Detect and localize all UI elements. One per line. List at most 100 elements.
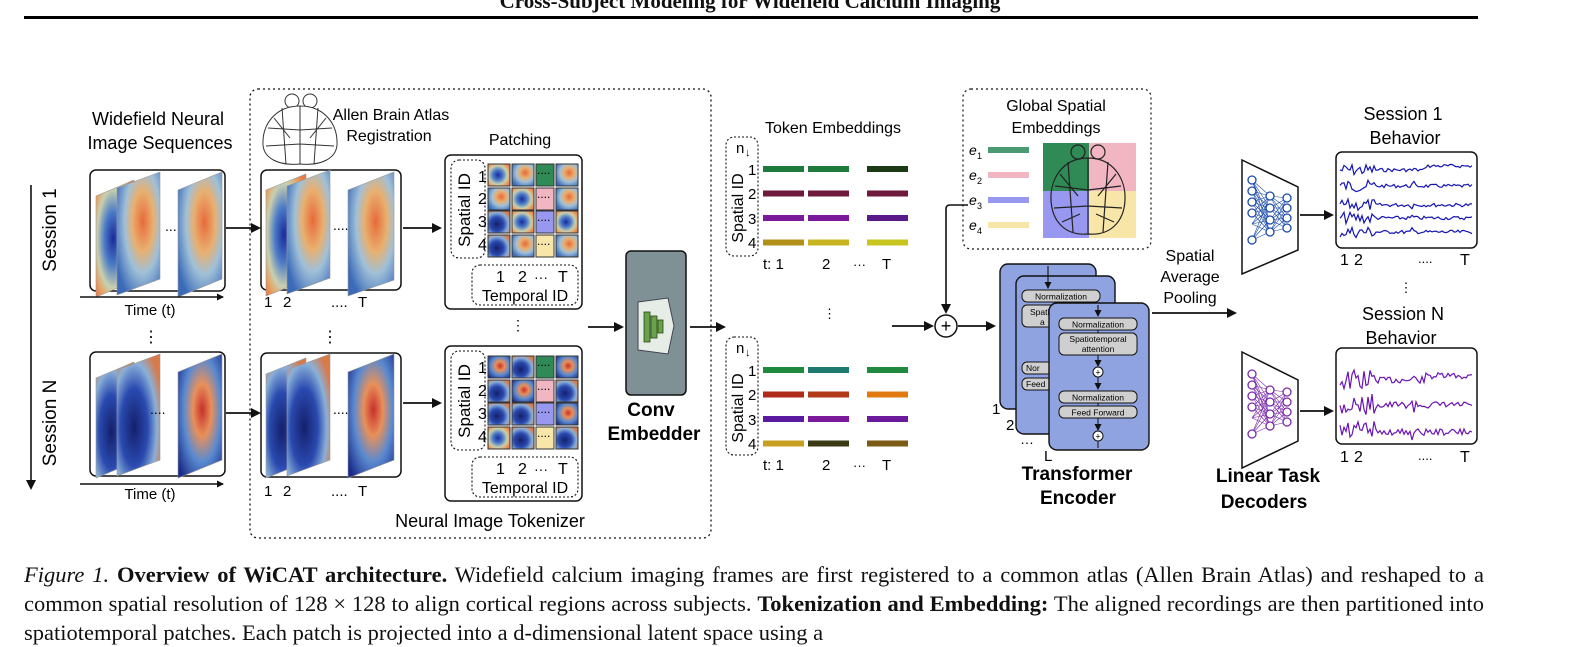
global-title-line2: Embeddings — [1012, 120, 1101, 137]
cell-dots: .... — [537, 234, 550, 248]
behavior-trace — [1339, 178, 1473, 193]
token-t-label: t: 1 — [763, 457, 784, 474]
cell-dots: .... — [537, 163, 550, 177]
temporal-id-label: Temporal ID — [482, 288, 568, 305]
temporal-1: 1 — [496, 269, 505, 286]
token-embedding-bar — [867, 440, 908, 447]
tick-T: T — [358, 483, 367, 500]
behavior-1-traces — [1339, 162, 1473, 239]
down-arrow-icon: ↓ — [745, 347, 751, 359]
decoder-node — [1247, 429, 1257, 439]
temporal-2: 2 — [518, 269, 527, 286]
decoder-node — [1282, 223, 1292, 233]
behavior-n-line1: Session N — [1362, 304, 1444, 324]
behavior-vdots: ⋮ — [1400, 280, 1413, 295]
decoder-node — [1247, 235, 1257, 245]
token-embedding-bar — [763, 166, 804, 172]
decoder-node — [1282, 193, 1292, 203]
token-embedding-bar — [808, 367, 849, 373]
decoder-node — [1282, 203, 1292, 213]
tick-2: 2 — [283, 294, 291, 311]
global-title-line1: Global Spatial — [1006, 98, 1106, 115]
registered-frames-top: .... — [260, 169, 402, 297]
x-T: T — [1460, 449, 1470, 466]
decoder-node — [1247, 369, 1257, 379]
patching-vdots: ⋮ — [511, 317, 525, 333]
session-n-label: Session N — [40, 380, 61, 467]
decoder-node — [1265, 215, 1275, 225]
token-embedding-bar — [867, 416, 908, 422]
decoder-node — [1247, 197, 1257, 207]
token-embedding-bar — [808, 166, 849, 172]
token-embedding-bar — [763, 440, 804, 447]
token-row-id: 2 — [748, 387, 756, 404]
behavior-1-line2: Behavior — [1369, 128, 1440, 148]
down-arrow-icon: ↓ — [745, 147, 751, 159]
cell-dots: .... — [537, 210, 550, 224]
token-embedding-bar — [808, 190, 849, 197]
spatial-id-label: Spatial ID — [455, 364, 474, 438]
arrow-global-to-plus — [941, 204, 968, 314]
encoder-a-partial: a — [1040, 317, 1045, 327]
stack-L: L — [1044, 448, 1052, 465]
token-embedding-bar — [867, 215, 908, 221]
registered-frames-bottom: .... — [260, 352, 402, 479]
neural-image-tokenizer: Allen Brain Atlas Registration .... 1 2 … — [249, 88, 712, 539]
global-embedding-bar — [988, 222, 1029, 228]
token-t-2: 2 — [822, 256, 830, 273]
encoder-feed-partial: Feed — [1026, 379, 1046, 389]
encoder-spa-partial: Spati — [1030, 307, 1049, 317]
input-title-line2: Image Sequences — [87, 133, 232, 153]
residual-add-icon: + — [1095, 432, 1100, 442]
encoder-norm-partial: Normalization — [1035, 292, 1087, 302]
caption-text-1: Widefield calcium imaging frames are fir… — [24, 562, 1484, 616]
embedder-line1: Conv — [627, 400, 675, 421]
spatial-id-1: 1 — [478, 169, 487, 186]
tick-1: 1 — [264, 483, 272, 500]
behavior-trace — [1339, 394, 1473, 415]
token-row-id: 4 — [748, 235, 756, 252]
time-label-bottom: Time (t) — [124, 486, 175, 503]
temporal-1: 1 — [496, 461, 505, 478]
temporal-ellipsis: ··· — [534, 461, 548, 477]
token-t-T: T — [882, 457, 891, 474]
token-embedding-bar — [867, 166, 908, 172]
decoders-line2: Decoders — [1221, 492, 1308, 513]
spatial-id-3: 3 — [478, 214, 487, 231]
add-operator: + — [934, 314, 958, 338]
token-embedding-bar — [867, 391, 908, 398]
token-embedding-bar — [808, 391, 849, 398]
session-n-frames: .... — [89, 351, 226, 479]
pooling-line1: Spatial — [1166, 248, 1215, 265]
temporal-id-label: Temporal ID — [482, 480, 568, 497]
decoder-node — [1282, 417, 1292, 427]
decoder-node — [1265, 191, 1275, 201]
allen-atlas-brain-icon — [262, 93, 338, 165]
behavior-trace — [1339, 225, 1473, 239]
behavior-n-line2: Behavior — [1365, 328, 1436, 348]
token-embedding-bar — [763, 416, 804, 422]
behavior-session-1: Session 1 Behavior 1 2 .... T — [1335, 104, 1478, 269]
caption-bold-2: Tokenization and Embedding: — [757, 591, 1049, 616]
cell-dots: .... — [537, 187, 550, 201]
token-row-id: 1 — [748, 162, 756, 179]
spatial-id-3: 3 — [478, 406, 487, 423]
token-row-id: 1 — [748, 363, 756, 380]
token-embedding-bar — [808, 239, 849, 246]
encoder-normalization: Normalization — [1072, 320, 1124, 330]
encoder-attn-line2: attention — [1082, 344, 1115, 354]
global-embedding-label: e — [969, 167, 977, 183]
behavior-session-n: Session N Behavior 1 2 .... T — [1335, 304, 1478, 466]
caption-title: Overview of WiCAT architecture. — [116, 562, 448, 587]
cell-dots: .... — [537, 379, 550, 393]
behavior-1-line1: Session 1 — [1363, 104, 1442, 124]
spatial-id-2: 2 — [478, 191, 487, 208]
session-1-frames: .... — [89, 169, 226, 298]
global-embedding-subscript: 4 — [977, 226, 982, 236]
token-embedding-bar — [763, 367, 804, 373]
temporal-ellipsis: ··· — [534, 269, 548, 285]
decoder-node — [1265, 421, 1275, 431]
colored-atlas-brain — [1043, 143, 1136, 238]
